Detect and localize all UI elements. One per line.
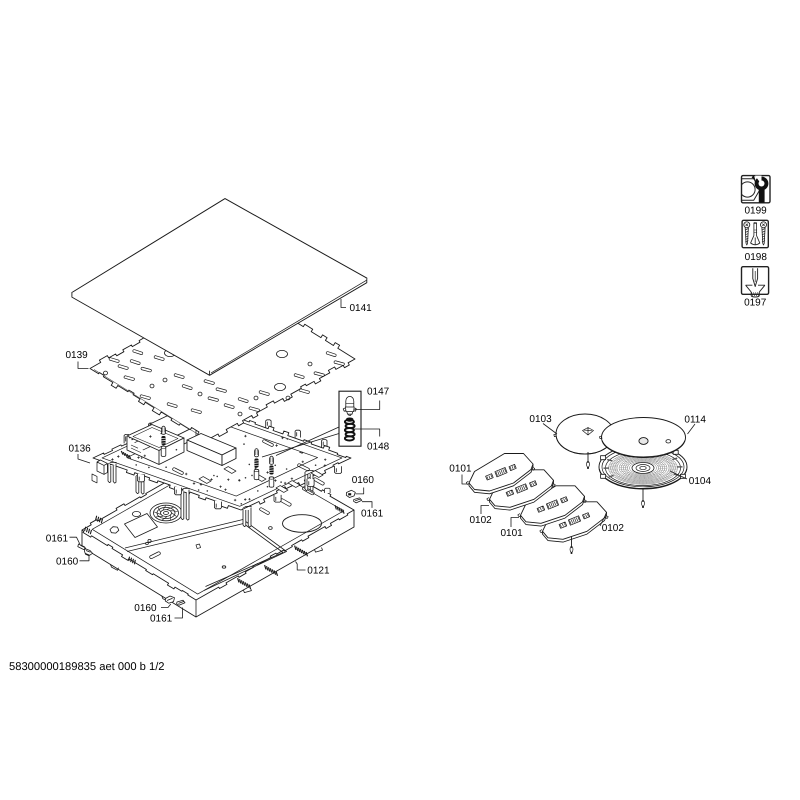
svg-text:0161: 0161: [361, 509, 384, 520]
svg-text:0147: 0147: [367, 387, 390, 398]
svg-text:0102: 0102: [602, 523, 625, 534]
svg-text:0139: 0139: [66, 350, 89, 361]
svg-text:0114: 0114: [684, 415, 706, 426]
svg-text:0104: 0104: [689, 476, 712, 487]
svg-text:0161: 0161: [150, 614, 173, 625]
svg-text:0136: 0136: [69, 444, 92, 455]
svg-text:0101: 0101: [449, 464, 472, 475]
svg-text:0197: 0197: [744, 298, 767, 309]
svg-text:58300000189835 aet 000 b 1/2: 58300000189835 aet 000 b 1/2: [9, 661, 165, 673]
svg-text:0160: 0160: [56, 557, 79, 568]
svg-text:0198: 0198: [745, 252, 768, 263]
svg-text:0160: 0160: [352, 475, 375, 486]
svg-text:0101: 0101: [501, 528, 524, 539]
svg-text:0103: 0103: [529, 414, 552, 425]
svg-text:0199: 0199: [744, 206, 767, 217]
svg-text:0160: 0160: [134, 603, 157, 614]
svg-text:0161: 0161: [46, 534, 69, 545]
svg-text:0141: 0141: [350, 303, 373, 314]
svg-text:0121: 0121: [307, 566, 330, 577]
svg-text:0102: 0102: [470, 515, 493, 526]
svg-text:0148: 0148: [367, 442, 390, 453]
